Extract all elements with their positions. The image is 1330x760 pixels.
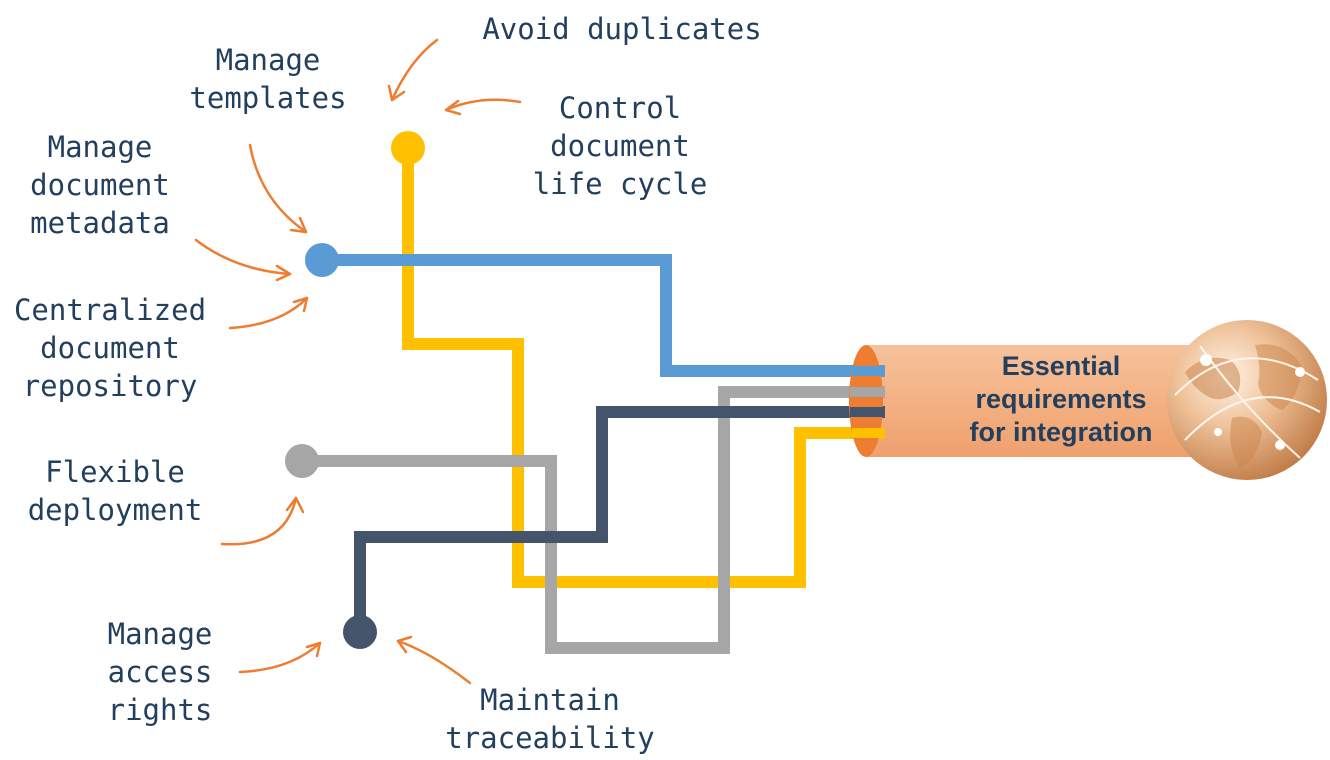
label-manage-access-rights: Manage access rights <box>107 617 213 727</box>
tube-opening <box>849 345 883 457</box>
arrow-avoid-duplicates <box>387 38 439 102</box>
integration-tube <box>866 345 1206 457</box>
hub-label: Essential requirements for integration <box>969 351 1153 447</box>
gray-wire <box>302 386 885 654</box>
gray-node <box>285 444 319 478</box>
arrow-flexible-deployment <box>220 496 305 546</box>
label-avoid-duplicates: Avoid duplicates <box>482 12 762 46</box>
label-control-life-cycle: Control document life cycle <box>532 91 708 201</box>
arrow-control-life-cycle <box>444 98 522 116</box>
arrow-manage-access-rights <box>238 641 322 674</box>
globe-icon <box>1167 320 1327 480</box>
yellow-wire <box>402 148 885 588</box>
label-centralized-repository: Centralized document repository <box>13 293 207 403</box>
blue-wire <box>322 254 885 377</box>
yellow-node <box>391 131 425 165</box>
label-manage-templates: Manage templates <box>189 43 347 115</box>
label-manage-metadata: Manage document metadata <box>30 130 170 240</box>
blue-node <box>305 243 339 277</box>
arrow-manage-templates <box>248 143 308 234</box>
label-maintain-traceability: Maintain traceability <box>445 683 655 755</box>
arrow-maintain-traceability <box>396 635 472 685</box>
arrow-manage-metadata <box>194 238 292 282</box>
navy-wire <box>354 406 885 632</box>
arrow-centralized-repository <box>228 296 309 330</box>
label-flexible-deployment: Flexible deployment <box>27 455 203 527</box>
navy-node <box>343 615 377 649</box>
